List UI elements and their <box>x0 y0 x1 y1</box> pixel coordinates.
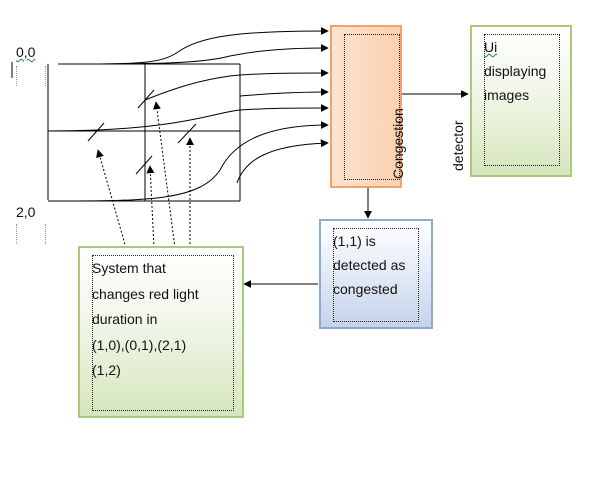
ui-display-text: Ui displaying images <box>484 35 546 107</box>
congested-notice-line1: (1,1) is <box>333 233 376 249</box>
corner-text: 2,0 <box>16 204 36 220</box>
light-system-line4: (1,0),(0,1),(2,1) <box>92 336 187 353</box>
light-system-box: System that changes red light duration i… <box>78 246 244 418</box>
light-system-line2: changes red light <box>92 285 199 302</box>
congested-notice-line3: congested <box>333 281 398 297</box>
light-system-line5: (1,2) <box>92 362 121 378</box>
light-system-line3: duration in <box>92 311 158 327</box>
traffic-light-marks <box>87 89 197 175</box>
congestion-detector-inner <box>344 34 400 180</box>
congested-notice-inner <box>333 228 419 322</box>
corner-label-frame <box>16 224 46 244</box>
ui-display-line1: Ui <box>484 39 498 55</box>
ui-display-line3: images <box>484 87 530 103</box>
congested-notice-text: (1,1) is detected as congested <box>333 229 405 301</box>
origin-label: 0,0 <box>16 44 35 60</box>
light-system-text: System that changes red light duration i… <box>92 256 199 384</box>
ui-display-line2: displaying <box>484 63 547 79</box>
ui-display-box: Ui displaying images <box>470 25 572 177</box>
congested-notice-line2: detected as <box>333 257 406 273</box>
light-control-arrows <box>96 101 194 249</box>
origin-text: 0,0 <box>16 44 36 60</box>
congested-notice-box: (1,1) is detected as congested <box>319 219 433 329</box>
road-grid <box>11 62 241 202</box>
origin-label-frame <box>16 66 46 86</box>
congestion-detector-line1: Congestion <box>390 108 406 179</box>
light-system-inner <box>92 255 234 411</box>
camera-feed-arrows <box>47 27 329 202</box>
congestion-detector-box: Congestion detector <box>330 25 466 188</box>
ui-display-inner <box>484 34 560 166</box>
corner-label: 2,0 <box>16 204 35 220</box>
congestion-detector-line2: detector <box>450 120 466 171</box>
light-system-line1: System that <box>92 260 166 276</box>
